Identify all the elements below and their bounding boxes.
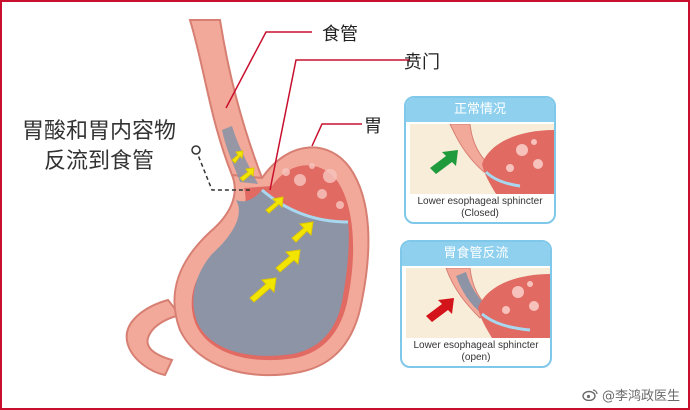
leader-esophagus xyxy=(225,31,312,109)
label-stomach: 胃 xyxy=(364,116,382,137)
label-reflux-line2: 反流到食管 xyxy=(44,149,155,174)
gas-bubbles xyxy=(282,163,344,209)
panel-normal-caption-1: Lower esophageal sphincter xyxy=(417,196,543,207)
weibo-icon xyxy=(582,388,598,401)
panel-normal: 正常情况 Lower esophageal sphincter (Closed) xyxy=(404,96,556,224)
panel-normal-illustration xyxy=(410,124,554,194)
panel-reflux-caption-1: Lower esophageal sphincter xyxy=(413,340,539,351)
watermark-text: @李鸿政医生 xyxy=(601,389,680,404)
reflux-arrows xyxy=(231,150,314,303)
leader-cardia xyxy=(269,59,410,191)
label-esophagus: 食管 xyxy=(322,24,358,45)
panel-normal-caption-2: (Closed) xyxy=(461,208,499,219)
watermark: @李鸿政医生 xyxy=(582,385,680,404)
leader-stomach xyxy=(311,123,362,147)
panel-reflux-arrow xyxy=(426,298,454,322)
duodenum xyxy=(125,298,182,377)
pointer-dot xyxy=(191,145,201,155)
panel-normal-title: 正常情况 xyxy=(406,98,554,122)
panel-reflux: 胃食管反流 Lower esophageal sphincter (open) xyxy=(400,240,552,368)
panel-reflux-caption-2: (open) xyxy=(461,352,491,363)
panel-reflux-illustration xyxy=(406,268,550,338)
panel-reflux-title: 胃食管反流 xyxy=(402,242,550,266)
esophagus-tube xyxy=(188,19,264,180)
fluid-surface xyxy=(261,188,349,224)
label-cardia: 贲门 xyxy=(404,52,440,73)
reflux-pointer xyxy=(195,149,250,191)
panel-normal-arrow xyxy=(430,150,458,174)
label-reflux-line1: 胃酸和胃内容物 xyxy=(22,119,177,144)
